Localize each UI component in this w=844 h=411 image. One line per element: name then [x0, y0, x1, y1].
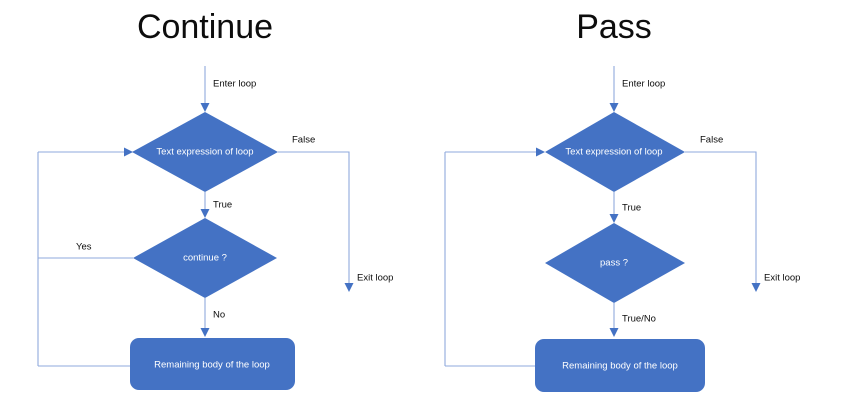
- node-decision-diamond-pass[interactable]: [545, 223, 685, 303]
- edge-label-false: False: [292, 135, 315, 146]
- edge-label-enter-loop-pass: Enter loop: [622, 79, 665, 90]
- node-body-box-pass[interactable]: [535, 339, 705, 392]
- arrowhead-exit-loop: [344, 283, 354, 292]
- edge-label-false-pass: False: [700, 135, 723, 146]
- edge-label-exit-loop: Exit loop: [357, 273, 393, 284]
- node-decision-label: continue ?: [183, 253, 227, 264]
- arrowhead-trueno-branch: [609, 328, 619, 337]
- arrowhead-enter-loop-pass: [609, 103, 619, 112]
- connector-false-branch-pass: [685, 151, 757, 285]
- edge-label-true-pass: True: [622, 203, 641, 214]
- node-decision-diamond[interactable]: [133, 218, 277, 298]
- arrowhead-loopback-to-condition: [124, 147, 133, 157]
- node-decision-label-pass: pass ?: [600, 258, 628, 269]
- edge-label-exit-loop-pass: Exit loop: [764, 273, 800, 284]
- diagram-title-pass: Pass: [576, 8, 652, 46]
- arrowhead-loopback-to-condition-pass: [536, 147, 545, 157]
- arrowhead-enter-loop: [200, 103, 210, 112]
- node-condition-diamond[interactable]: [132, 112, 278, 192]
- arrowhead-no-branch: [200, 328, 210, 337]
- edge-label-true: True: [213, 200, 232, 211]
- node-body-label: Remaining body of the loop: [154, 360, 270, 371]
- diagram-title-continue: Continue: [137, 8, 273, 46]
- arrowhead-true-branch-pass: [609, 214, 619, 223]
- node-condition-label-pass: Text expression of loop: [565, 147, 662, 158]
- diagram-continue: Continue Enter loop Text expression of l…: [37, 8, 393, 390]
- edge-label-no: No: [213, 310, 225, 321]
- connector-false-branch: [278, 151, 350, 285]
- arrowhead-exit-loop-pass: [751, 283, 761, 292]
- node-body-box[interactable]: [130, 338, 295, 390]
- node-condition-label: Text expression of loop: [156, 147, 253, 158]
- edge-label-yes: Yes: [76, 242, 92, 253]
- edge-label-trueno: True/No: [622, 314, 656, 325]
- node-body-label-pass: Remaining body of the loop: [562, 361, 678, 372]
- diagram-pass: Pass Enter loop Text expression of loop …: [444, 8, 800, 392]
- edge-label-enter-loop: Enter loop: [213, 79, 256, 90]
- arrowhead-true-branch: [200, 209, 210, 218]
- node-condition-diamond-pass[interactable]: [545, 112, 685, 192]
